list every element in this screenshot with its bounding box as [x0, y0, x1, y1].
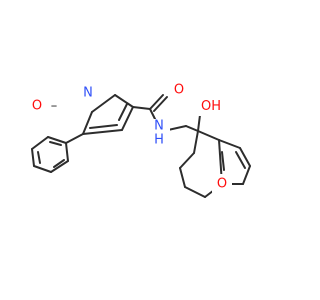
isoxazole-oxygen-separator: –: [51, 99, 58, 114]
bond: [235, 151, 246, 169]
bond: [179, 152, 195, 169]
bond: [47, 136, 67, 144]
bond: [91, 94, 116, 113]
bond: [132, 106, 151, 110]
bond: [153, 96, 168, 112]
bond: [50, 160, 69, 173]
bond: [65, 133, 84, 144]
isoxazole-nitrogen-label: N: [83, 86, 93, 101]
bond: [218, 139, 241, 149]
bond: [65, 142, 69, 162]
hydroxyl-oxygen-label: O: [201, 99, 211, 114]
bond: [89, 124, 118, 129]
bond: [221, 151, 225, 171]
bond: [118, 103, 128, 121]
bond: [149, 94, 164, 110]
bond: [242, 165, 251, 185]
bond: [197, 114, 201, 132]
bond: [239, 147, 251, 167]
furan-oxygen-label: O: [217, 177, 227, 192]
bonds: [31, 94, 251, 198]
bond: [193, 130, 199, 154]
structure-canvas: O – N O N H OH O: [25, 80, 251, 198]
bond: [114, 94, 134, 108]
bond: [197, 130, 220, 141]
hydroxyl-label: OH: [201, 99, 221, 114]
atom-labels: O – N O N H OH O: [25, 80, 232, 194]
bond: [31, 136, 49, 150]
amide-nitrogen-label: N: [154, 119, 164, 134]
bond: [121, 106, 134, 131]
molecule-diagram: O – N O N H OH O: [25, 80, 251, 198]
bond: [184, 186, 206, 198]
bond: [49, 141, 62, 146]
isoxazole-oxygen-label: O: [32, 99, 42, 114]
amide-hydrogen-label: H: [154, 133, 164, 148]
bond: [33, 165, 52, 173]
bond: [185, 125, 199, 132]
bond: [82, 111, 93, 135]
carbonyl-oxygen-label: O: [174, 83, 184, 98]
bond: [31, 148, 35, 167]
bond: [82, 129, 123, 135]
bond: [167, 125, 187, 131]
bond: [53, 159, 65, 168]
bond: [179, 167, 186, 188]
hydroxyl-hydrogen-label: H: [211, 99, 221, 114]
bond: [37, 151, 41, 164]
